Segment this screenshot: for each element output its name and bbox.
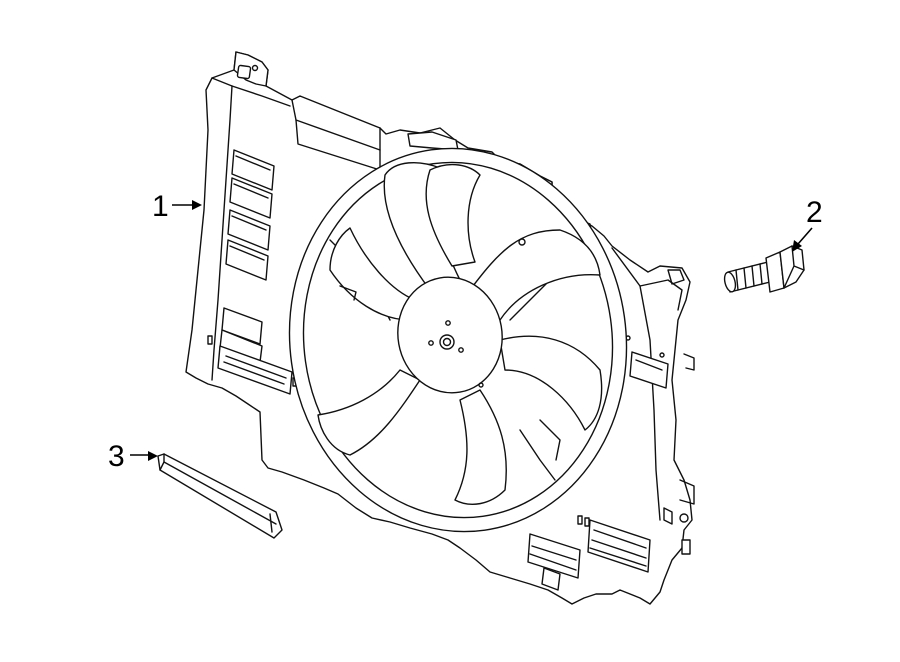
arrowhead-3	[148, 451, 158, 461]
seal-strip	[157, 453, 283, 539]
right-side-panel	[611, 247, 695, 555]
arrowhead-2	[792, 240, 802, 252]
callout-label-2: 2	[806, 196, 823, 229]
left-vents	[207, 149, 298, 395]
callout-2: 2	[792, 196, 823, 252]
callout-1: 1	[152, 190, 202, 223]
bolt	[723, 245, 805, 293]
leader-line-2	[797, 227, 813, 245]
fan-blades	[317, 161, 603, 506]
callout-label-1: 1	[152, 190, 169, 223]
fan-assembly	[288, 147, 628, 533]
callout-label-3: 3	[108, 440, 125, 473]
arrowhead-1	[192, 200, 202, 210]
bottom-vents	[527, 515, 651, 591]
callout-3: 3	[108, 440, 158, 473]
